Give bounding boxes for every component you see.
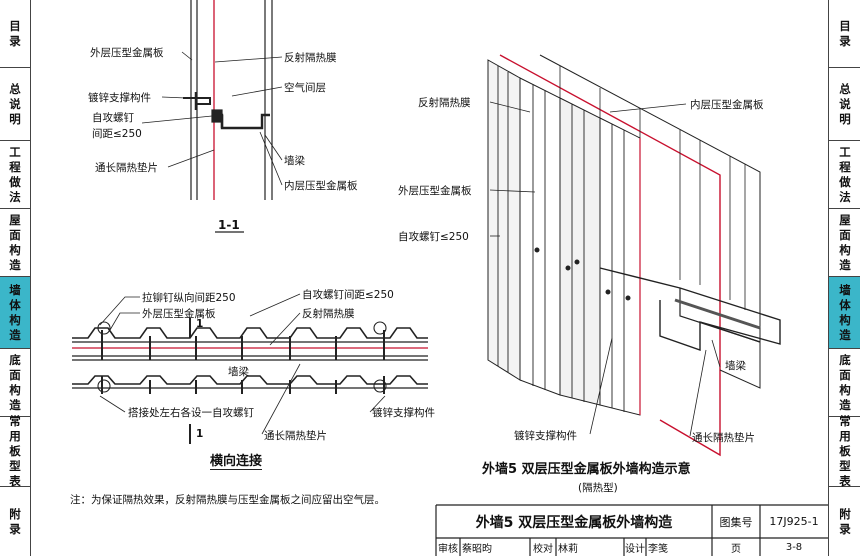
label-support-1: 镀锌支撑构件 bbox=[88, 92, 151, 104]
atlas-label: 图集号 bbox=[719, 515, 753, 529]
label-pad-1: 通长隔热垫片 bbox=[95, 162, 158, 174]
left-tab-appendix[interactable]: 附录 bbox=[9, 506, 21, 536]
cut-mark-top: 1 bbox=[196, 318, 204, 330]
right-tab-appendix[interactable]: 附录 bbox=[839, 506, 851, 536]
label-support-3: 镀锌支撑构件 bbox=[514, 430, 577, 442]
label-film-1: 反射隔热膜 bbox=[284, 52, 337, 64]
left-tab-general[interactable]: 总说明 bbox=[0, 68, 30, 141]
label-air-1: 空气间层 bbox=[284, 82, 326, 94]
left-tab-panel-table[interactable]: 常用板型表 bbox=[0, 414, 30, 488]
right-tab-floor[interactable]: 底面构造 bbox=[829, 349, 860, 417]
label-pad-2: 通长隔热垫片 bbox=[264, 430, 327, 442]
left-tab-catalog[interactable]: 目录 bbox=[0, 0, 30, 68]
design-label: 设计 bbox=[625, 543, 645, 555]
left-tab-bar: 目录 总说明 工程做法 屋面构造 墙体构造 底面构造 常用板型表 附录 bbox=[0, 0, 31, 556]
label-inner-panel-1: 内层压型金属板 bbox=[284, 180, 358, 192]
left-tab-roof[interactable]: 屋面构造 bbox=[0, 209, 30, 277]
label-screw-1b: 间距≤250 bbox=[92, 128, 142, 140]
isometric-subtitle: (隔热型) bbox=[578, 482, 618, 494]
review-label: 审核 bbox=[438, 543, 458, 555]
section-1-1-title: 1-1 bbox=[218, 218, 240, 232]
atlas-number: 17J925-1 bbox=[769, 515, 819, 528]
label-beam-3: 墙梁 bbox=[725, 360, 746, 372]
section-1-1-drawing bbox=[141, 0, 283, 233]
right-tab-methods[interactable]: 工程做法 bbox=[829, 141, 860, 209]
right-tab-wall[interactable]: 墙体构造 bbox=[829, 277, 860, 349]
label-outer-panel-3: 外层压型金属板 bbox=[398, 185, 472, 197]
horizontal-connection-drawing bbox=[72, 293, 428, 444]
label-film-2: 反射隔热膜 bbox=[302, 308, 355, 320]
drawing-note: 注：为保证隔热效果，反射隔热膜与压型金属板之间应留出空气层。 bbox=[70, 494, 385, 506]
label-lap-screw: 搭接处左右各设一自攻螺钉 bbox=[128, 407, 254, 419]
label-beam-2: 墙梁 bbox=[228, 366, 249, 378]
horizontal-connection-title: 横向连接 bbox=[210, 450, 263, 470]
cut-mark-bottom: 1 bbox=[196, 428, 204, 440]
page-label: 页 bbox=[731, 543, 741, 555]
label-beam-1: 墙梁 bbox=[284, 155, 305, 167]
isometric-drawing bbox=[487, 54, 781, 457]
left-tab-wall[interactable]: 墙体构造 bbox=[0, 277, 30, 349]
page-number: 3-8 bbox=[785, 541, 803, 553]
label-screw-3: 自攻螺钉≤250 bbox=[398, 231, 469, 243]
label-film-3: 反射隔热膜 bbox=[418, 97, 471, 109]
label-screw-1a: 自攻螺钉 bbox=[92, 112, 134, 124]
right-tab-general[interactable]: 总说明 bbox=[829, 68, 860, 141]
label-outer-panel-1: 外层压型金属板 bbox=[90, 47, 164, 59]
left-tab-methods[interactable]: 工程做法 bbox=[0, 141, 30, 209]
reviewer-name: 蔡昭昀 bbox=[462, 543, 492, 555]
label-pad-3: 通长隔热垫片 bbox=[692, 432, 755, 444]
check-label: 校对 bbox=[533, 543, 553, 555]
right-tab-roof[interactable]: 屋面构造 bbox=[829, 209, 860, 277]
label-support-2: 镀锌支撑构件 bbox=[372, 407, 435, 419]
designer-name: 李笺 bbox=[648, 543, 668, 555]
label-screw-2: 自攻螺钉间距≤250 bbox=[302, 289, 394, 301]
title-block-title: 外墙5 双层压型金属板外墙构造 bbox=[475, 514, 673, 531]
title-block-frame bbox=[435, 504, 828, 556]
label-outer-panel-2: 外层压型金属板 bbox=[142, 308, 216, 320]
right-tab-catalog[interactable]: 目录 bbox=[829, 0, 860, 68]
isometric-title: 外墙5 双层压型金属板外墙构造示意 bbox=[482, 462, 691, 477]
checker-name: 林莉 bbox=[558, 543, 578, 555]
right-tab-bar: 目录 总说明 工程做法 屋面构造 墙体构造 底面构造 常用板型表 附录 bbox=[828, 0, 860, 556]
left-tab-floor[interactable]: 底面构造 bbox=[0, 349, 30, 417]
label-inner-panel-3: 内层压型金属板 bbox=[690, 99, 764, 111]
right-tab-panel-table[interactable]: 常用板型表 bbox=[829, 414, 860, 488]
label-rivet: 拉铆钉纵向间距250 bbox=[142, 292, 236, 304]
